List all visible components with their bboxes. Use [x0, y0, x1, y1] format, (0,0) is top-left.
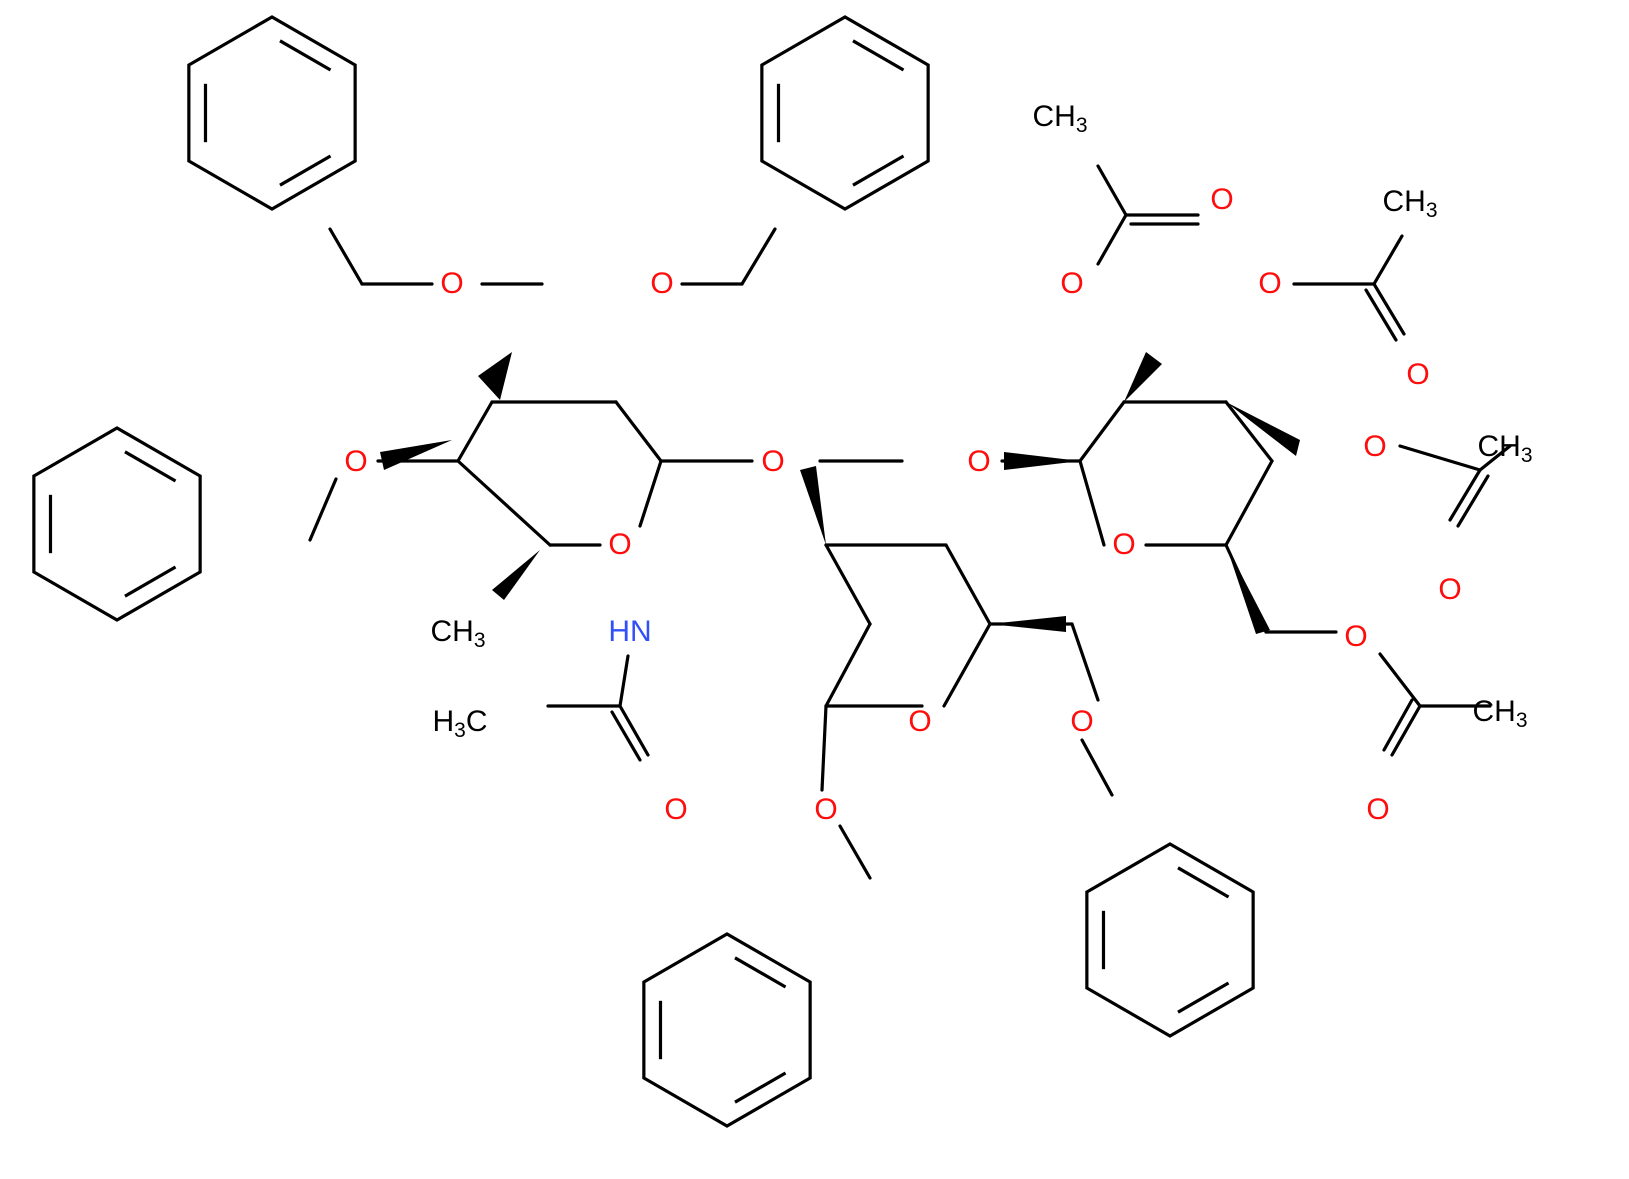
atom-label-ac6_me: CH3: [1472, 695, 1527, 732]
bond: [1078, 400, 1126, 463]
atom-label-ac4_co: O: [1438, 573, 1461, 606]
bond: [1096, 213, 1128, 266]
bond: [838, 824, 872, 880]
benzyl-ring-top-center: [760, 15, 930, 211]
atom-label-o_ac6: O: [1344, 620, 1367, 653]
bond: [1390, 704, 1422, 757]
aromatic-double-bond: [124, 450, 177, 483]
atom-label-ac4_me: CH3: [1477, 430, 1532, 467]
bond: [1078, 459, 1106, 547]
wedge-bond: [492, 550, 540, 600]
bond-layer: [308, 164, 1512, 880]
aromatic-double-bond: [734, 1071, 787, 1104]
atom-label-nh: HN: [608, 615, 651, 648]
bond: [740, 227, 777, 286]
aromatic-double-bond: [279, 154, 332, 187]
atom-label-me_fuc: CH3: [430, 615, 485, 652]
bond: [942, 622, 992, 708]
atom-label-nac_me: H3C: [432, 705, 487, 742]
bond: [1224, 400, 1274, 463]
bond: [820, 704, 828, 792]
benzyl-ring-left: [32, 426, 202, 622]
wedge-bond: [478, 352, 512, 400]
atom-label-ac3_co: O: [1406, 358, 1429, 391]
bond: [456, 400, 494, 463]
benzyl-ring-bottom-left: [642, 932, 812, 1128]
atom-label-ac3_me: CH3: [1382, 185, 1437, 222]
aromatic-double-bond: [852, 39, 905, 72]
atom-label-o_bn1: O: [814, 793, 837, 826]
aromatic-double-bond: [279, 39, 332, 72]
aromatic-double-bond: [852, 154, 905, 187]
bond: [824, 543, 872, 626]
bond: [1372, 234, 1404, 286]
bond: [456, 459, 552, 547]
stereo-wedge-layer: [380, 352, 1300, 634]
wedge-bond: [1124, 352, 1162, 402]
benzyl-ring-top-left: [187, 15, 357, 211]
atom-label-o_ac4: O: [1363, 430, 1386, 463]
bond: [610, 710, 642, 762]
bond: [1478, 444, 1512, 472]
bond: [1382, 698, 1414, 752]
atom-label-o_bn4: O: [344, 445, 367, 478]
bond: [944, 543, 992, 626]
atom-label-ac2_co: O: [1210, 183, 1233, 216]
wedge-bond: [380, 440, 452, 470]
atom-label-o_ring_gal: O: [1112, 528, 1135, 561]
atom-label-o_bn6: O: [1070, 705, 1093, 738]
bond: [618, 654, 630, 708]
atom-label-o_gly1: O: [761, 445, 784, 478]
wedge-bond: [990, 616, 1066, 632]
bond: [614, 400, 663, 463]
aromatic-double-bond: [1177, 981, 1230, 1014]
wedge-bond: [1226, 402, 1300, 456]
bond: [1070, 622, 1100, 702]
atom-label-o_bn2: O: [650, 267, 673, 300]
bond: [1398, 444, 1482, 472]
bond: [1364, 288, 1398, 342]
bond: [1448, 468, 1482, 522]
atom-label-o_ac2: O: [1060, 267, 1083, 300]
bond: [1096, 164, 1128, 217]
wedge-bond: [1226, 545, 1270, 634]
aromatic-double-bond: [734, 956, 787, 989]
bond: [1224, 459, 1274, 547]
bond: [1080, 738, 1114, 797]
atom-label-ac2_me: CH3: [1032, 100, 1087, 137]
atom-label-o_bn3: O: [440, 267, 463, 300]
atom-label-nac_co: O: [664, 793, 687, 826]
atom-label-ac6_co: O: [1366, 793, 1389, 826]
bond: [638, 459, 663, 528]
bond: [824, 622, 872, 708]
bond: [1378, 652, 1422, 708]
aromatic-double-bond: [1177, 866, 1230, 899]
bond: [328, 227, 364, 286]
bond: [308, 477, 338, 542]
atom-label-o_ring_fuc: O: [608, 528, 631, 561]
atom-label-o_gly2: O: [967, 445, 990, 478]
aromatic-double-bond: [124, 565, 177, 598]
atom-label-o_ring_glc: O: [908, 705, 931, 738]
atom-label-o_ac3: O: [1258, 267, 1281, 300]
bond: [1372, 282, 1406, 336]
wedge-bond: [800, 466, 826, 545]
benzyl-ring-bottom-right: [1085, 842, 1255, 1038]
bond: [1456, 474, 1490, 528]
bond: [618, 704, 650, 757]
wedge-bond: [1004, 452, 1080, 470]
aromatic-ring-layer: [32, 15, 1255, 1128]
